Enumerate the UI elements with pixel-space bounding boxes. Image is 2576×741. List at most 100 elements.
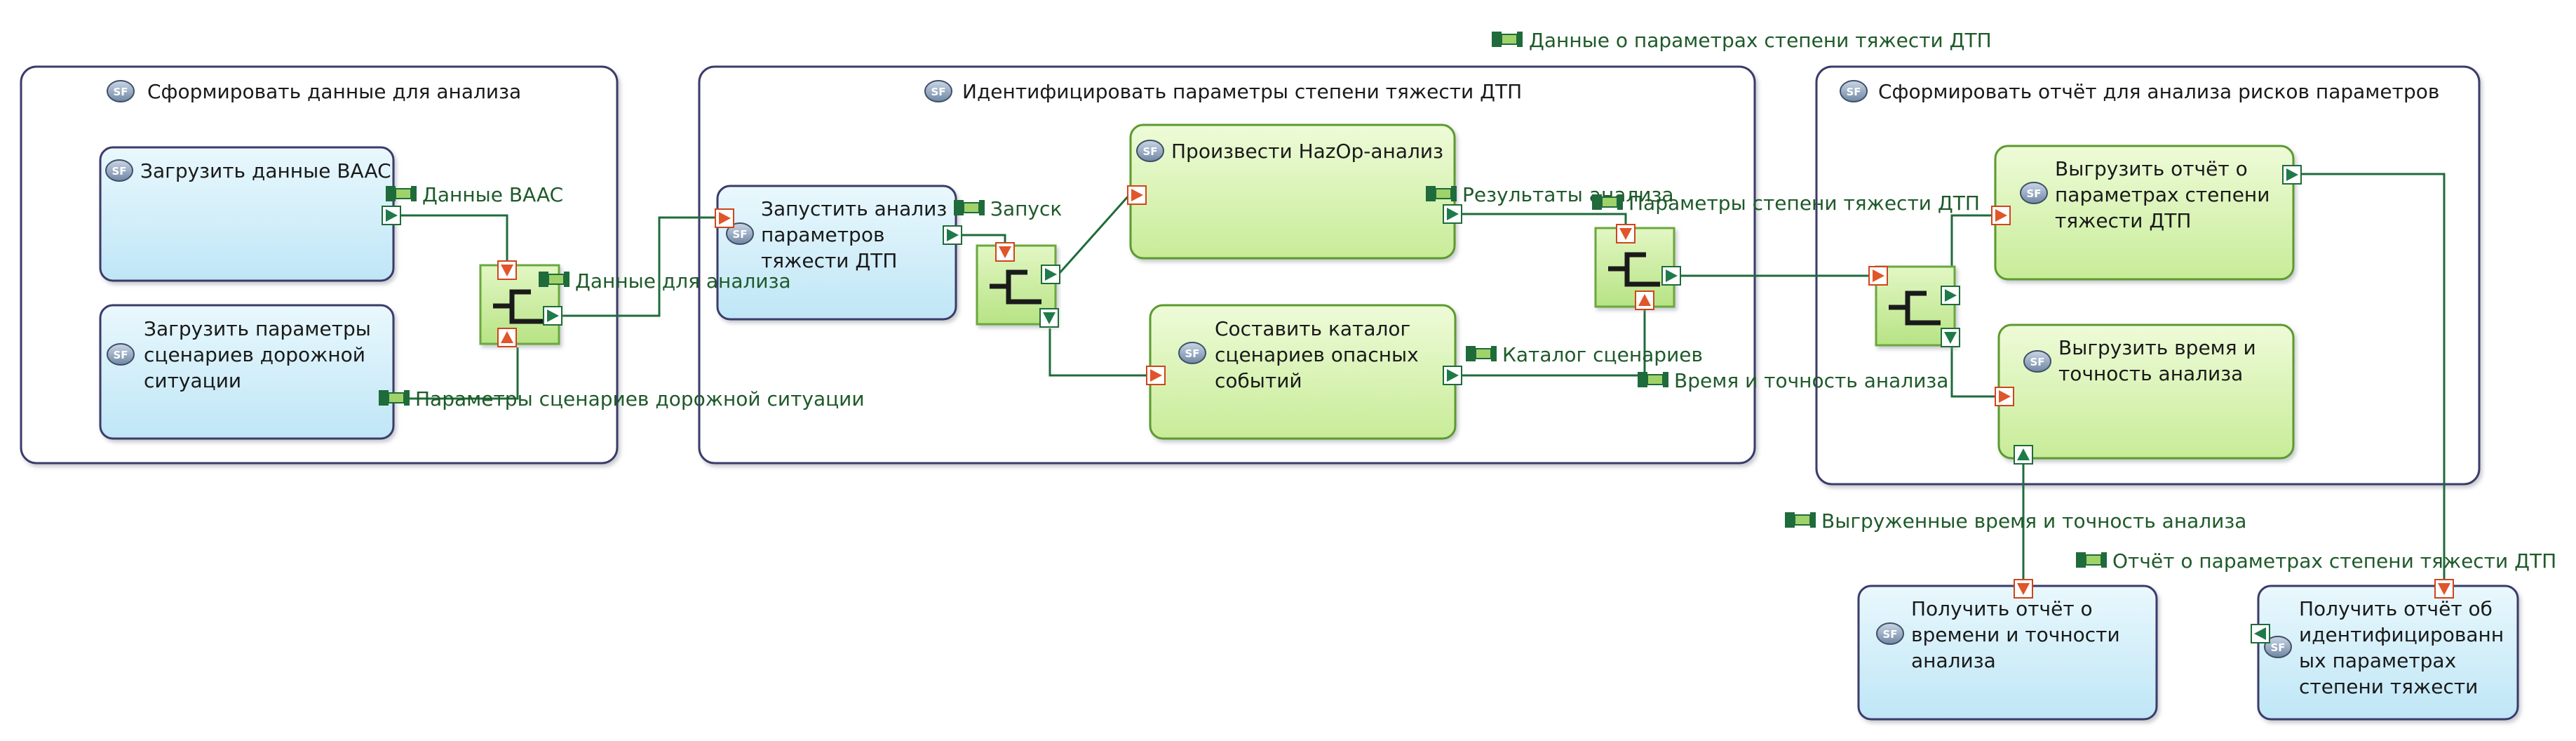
flow-label-launch[interactable]: Запуск xyxy=(954,197,1062,220)
svg-text:Данные для анализа: Данные для анализа xyxy=(575,269,791,293)
block-export-report[interactable]: SF Выгрузить отчёт о параметрах степени … xyxy=(1994,145,2295,281)
output-port-icon[interactable] xyxy=(1443,204,1462,224)
block-load-baac-label: Загрузить данные BAAC xyxy=(140,159,391,182)
flow-label-scenario-params[interactable]: Параметры сценариев дорожной ситуации xyxy=(379,387,865,410)
flow-token-icon xyxy=(1592,194,1623,210)
block-export-time-label: Выгрузить время и точность анализа xyxy=(2058,336,2263,385)
block-export-report-label: Выгрузить отчёт о параметрах степени тяж… xyxy=(2055,157,2276,232)
svg-text:Результаты анализа: Результаты анализа xyxy=(1462,183,1674,206)
block-scenario-catalog[interactable]: SF Составить каталог сценариев опасных с… xyxy=(1149,304,1457,440)
junction-icon[interactable] xyxy=(976,244,1057,326)
svg-text:Данные о параметрах степени тя: Данные о параметрах степени тяжести ДТП xyxy=(1529,29,1992,52)
block-get-time-report-label: Получить отчёт о времени и точности анал… xyxy=(1911,597,2126,672)
group-identify-params[interactable]: SF Идентифицировать параметры степени тя… xyxy=(698,65,1756,465)
sf-badge-icon: SF xyxy=(2023,350,2051,373)
group-prepare-title: Сформировать данные для анализа xyxy=(147,80,521,103)
sf-badge-icon: SF xyxy=(1178,342,1206,364)
svg-text:SF: SF xyxy=(1846,86,1861,98)
block-hazop-label: Произвести HazOp-анализ xyxy=(1171,140,1443,163)
svg-text:SF: SF xyxy=(2270,641,2285,654)
svg-text:SF: SF xyxy=(931,86,945,98)
svg-text:SF: SF xyxy=(1185,347,1199,360)
svg-text:Отчёт о параметрах степени тяж: Отчёт о параметрах степени тяжести ДТП xyxy=(2112,549,2556,573)
sf-badge-icon: SF xyxy=(1876,622,1904,645)
block-export-time-accuracy[interactable]: SF Выгрузить время и точность анализа xyxy=(1997,323,2295,460)
input-port-icon[interactable] xyxy=(1616,224,1636,243)
block-start-analysis[interactable]: SF Запустить анализ параметров тяжести Д… xyxy=(716,185,957,321)
flow-label-scenario-catalog[interactable]: Каталог сценариев xyxy=(1466,343,1703,366)
group-report-title: Сформировать отчёт для анализа рисков па… xyxy=(1878,80,2439,103)
output-port-icon[interactable] xyxy=(2014,445,2033,465)
flow-token-icon xyxy=(539,272,569,287)
flow-label-severity-params[interactable]: Параметры степени тяжести ДТП xyxy=(1592,192,1980,215)
svg-text:Параметры степени тяжести ДТП: Параметры степени тяжести ДТП xyxy=(1628,192,1980,215)
input-port-icon[interactable] xyxy=(2014,579,2033,599)
sf-badge-icon: SF xyxy=(1136,140,1164,162)
output-port-icon[interactable] xyxy=(543,306,562,326)
output-port-icon[interactable] xyxy=(1941,328,1960,347)
flow-label-severity-report[interactable]: Отчёт о параметрах степени тяжести ДТП xyxy=(2076,549,2556,573)
input-port-icon[interactable] xyxy=(497,260,517,280)
input-port-icon[interactable] xyxy=(1868,266,1888,286)
output-port-icon[interactable] xyxy=(1661,266,1681,286)
sf-badge-icon: SF xyxy=(2020,182,2048,204)
block-hazop-analysis[interactable]: SF Произвести HazOp-анализ xyxy=(1129,124,1456,260)
svg-text:SF: SF xyxy=(1882,628,1897,641)
svg-text:SF: SF xyxy=(1142,145,1157,158)
flow-line-severity-report xyxy=(2292,173,2446,586)
svg-text:Время и точность анализа: Время и точность анализа xyxy=(1674,369,1948,392)
flow-token-icon xyxy=(379,390,410,406)
sf-badge-icon: SF xyxy=(2264,636,2292,658)
output-port-icon[interactable] xyxy=(943,225,962,245)
flow-line-scenario-params xyxy=(389,347,519,400)
flow-line-baac xyxy=(401,214,508,263)
svg-text:SF: SF xyxy=(112,165,126,178)
input-port-icon[interactable] xyxy=(1146,366,1166,385)
group-identify-title: Идентифицировать параметры степени тяжес… xyxy=(962,80,1522,103)
svg-text:SF: SF xyxy=(113,86,128,98)
flow-label-exported-time-accuracy[interactable]: Выгруженные время и точность анализа xyxy=(1785,509,2246,533)
block-load-baac[interactable]: SF Загрузить данные BAAC xyxy=(99,146,395,282)
flow-token-icon xyxy=(386,186,417,201)
output-port-icon[interactable] xyxy=(382,206,401,225)
flow-line-analysis-data xyxy=(561,216,715,317)
flow-label-severity-data[interactable]: Данные о параметрах степени тяжести ДТП xyxy=(1492,29,1992,52)
input-port-icon[interactable] xyxy=(1635,291,1654,310)
input-port-icon[interactable] xyxy=(1991,206,2011,225)
output-port-icon[interactable] xyxy=(2282,165,2302,185)
flow-line-to-export-time xyxy=(1950,340,1999,398)
svg-text:Каталог сценариев: Каталог сценариев xyxy=(1502,343,1703,366)
flow-token-icon xyxy=(2076,552,2107,568)
flow-label-hazop-results[interactable]: Результаты анализа xyxy=(1426,183,1674,206)
input-port-icon[interactable] xyxy=(715,208,734,228)
input-ports xyxy=(497,185,2454,599)
output-port-icon[interactable] xyxy=(1941,286,1960,305)
output-port-icon[interactable] xyxy=(1443,366,1462,385)
flow-label-time-accuracy[interactable]: Время и точность анализа xyxy=(1638,369,1948,392)
input-port-icon[interactable] xyxy=(995,242,1015,262)
output-port-icon[interactable] xyxy=(2251,624,2270,643)
input-port-icon[interactable] xyxy=(1995,387,2014,406)
flow-labels: Данные BAAC Данные для анализа Параметры… xyxy=(379,29,2556,573)
sf-badge-icon: SF xyxy=(105,159,133,182)
flow-token-icon xyxy=(1638,372,1668,387)
block-get-params-report[interactable]: SF Получить отчёт об идентифицированн ых… xyxy=(2257,585,2519,721)
block-get-params-report-label: Получить отчёт об идентифицированн ых па… xyxy=(2299,597,2510,698)
flow-line-to-catalog xyxy=(1048,328,1150,377)
sf-badge-icon: SF xyxy=(1840,80,1868,102)
block-start-analysis-label: Запустить анализ параметров тяжести ДТП xyxy=(761,197,953,272)
flow-label-analysis-data[interactable]: Данные для анализа xyxy=(539,269,791,293)
input-port-icon[interactable] xyxy=(497,328,517,347)
block-load-scenario-params[interactable]: SF Загрузить параметры сценариев дорожно… xyxy=(99,304,395,440)
block-get-time-report[interactable]: SF Получить отчёт о времени и точности а… xyxy=(1857,585,2158,721)
sf-badge-icon: SF xyxy=(107,80,135,102)
svg-text:Параметры сценариев дорожной с: Параметры сценариев дорожной ситуации xyxy=(415,387,865,410)
output-ports xyxy=(382,165,2302,643)
input-port-icon[interactable] xyxy=(1127,185,1147,205)
input-port-icon[interactable] xyxy=(2434,579,2454,599)
flow-label-baac[interactable]: Данные BAAC xyxy=(386,183,563,206)
output-port-icon[interactable] xyxy=(1041,265,1060,284)
output-port-icon[interactable] xyxy=(1039,308,1059,328)
block-load-scenario-params-label: Загрузить параметры сценариев дорожной с… xyxy=(144,317,377,392)
